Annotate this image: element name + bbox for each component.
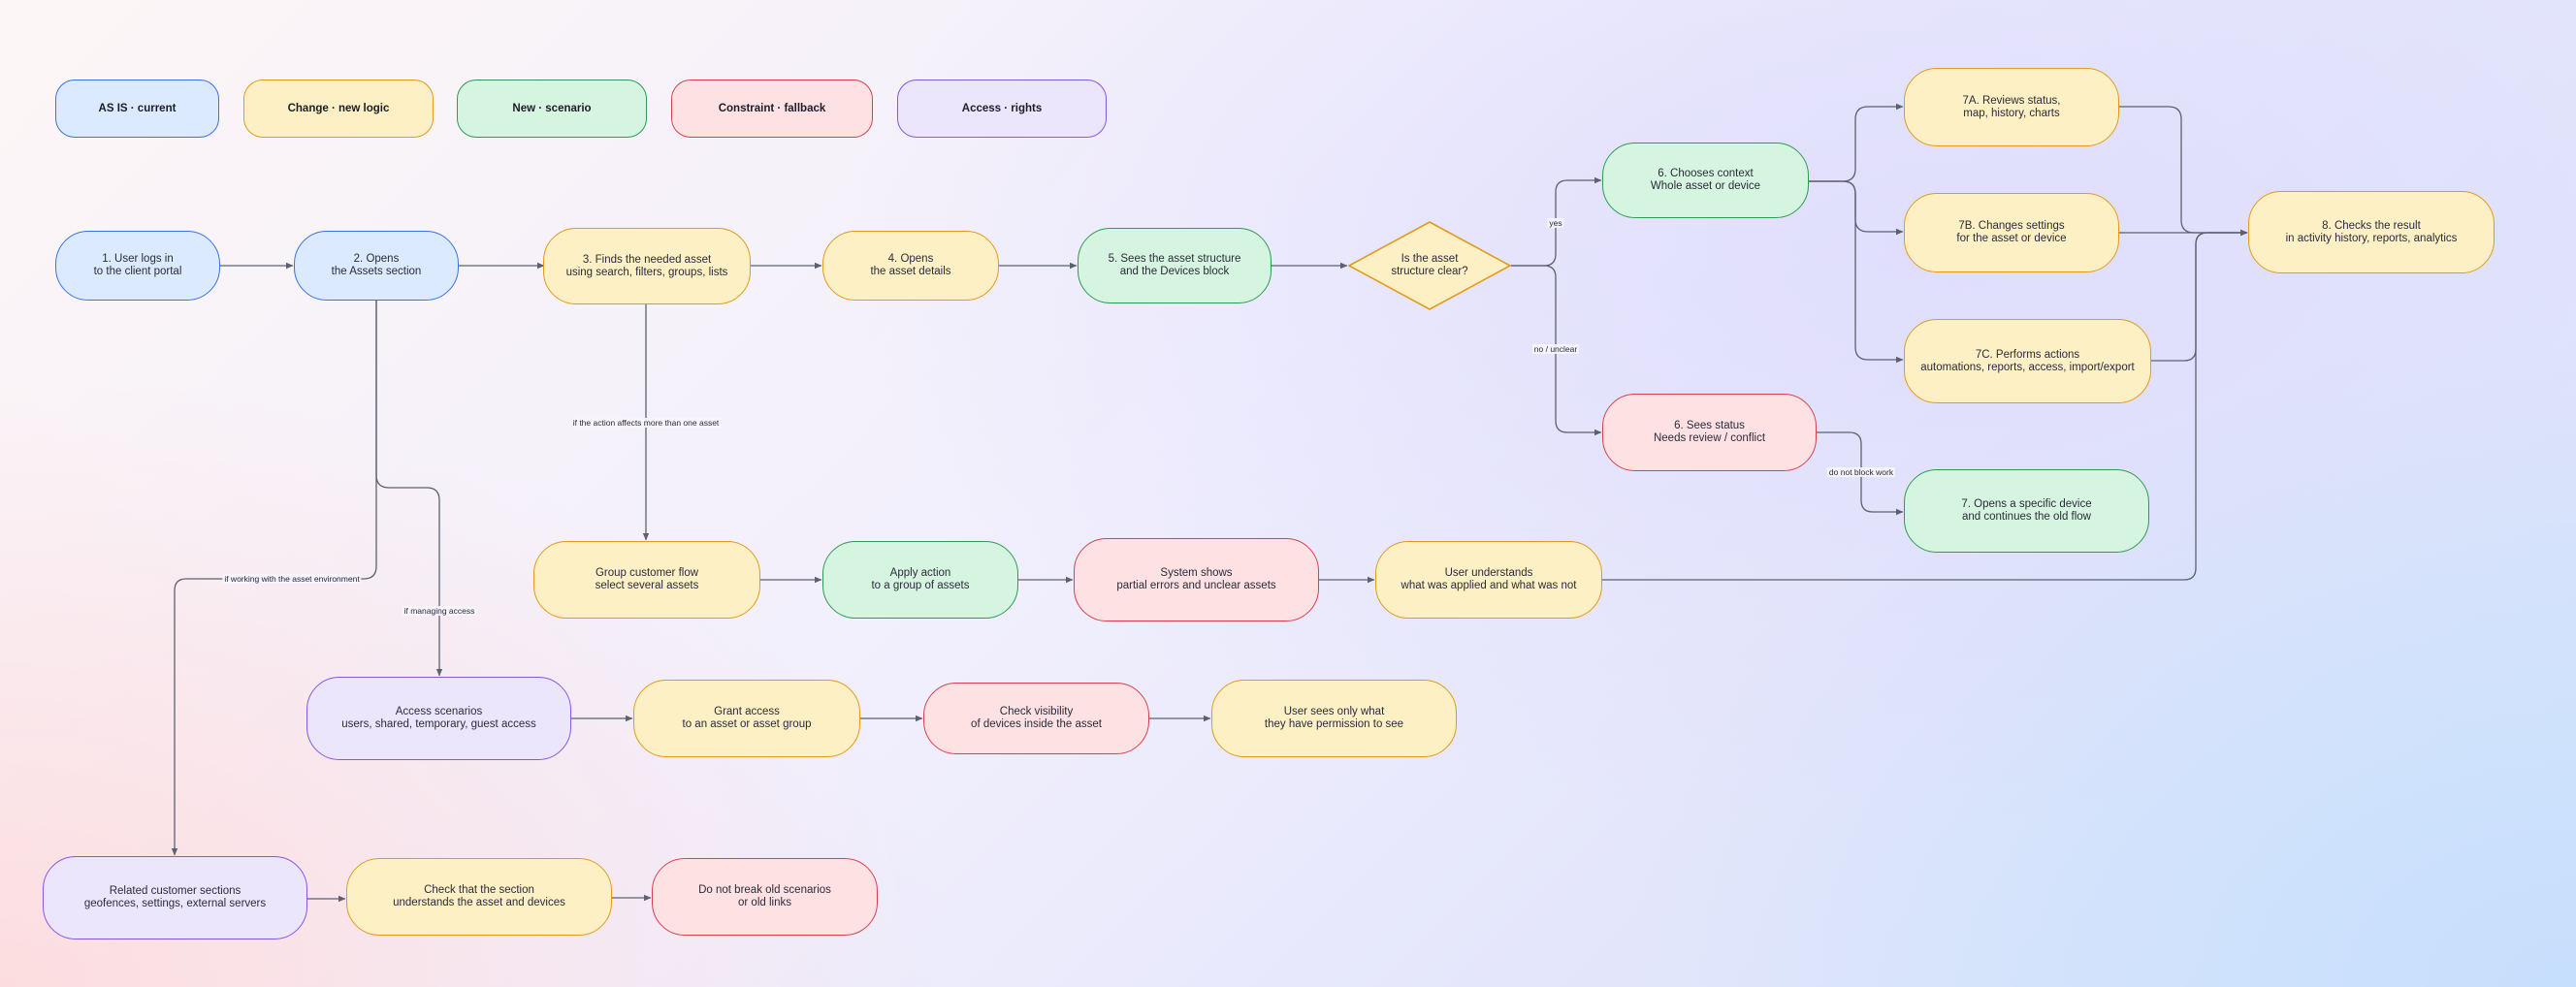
step-7b-line-1: 7B. Changes settings	[1958, 220, 2065, 233]
legend-change-label: Change · new logic	[287, 102, 390, 114]
legend-constraint-label: Constraint · fallback	[718, 102, 826, 114]
edge-2-access	[375, 301, 443, 677]
step-2-line-1: 2. Opens	[353, 253, 400, 266]
related-2-line-2: understands the asset and devices	[393, 897, 565, 908]
step-5-line-1: 5. Sees the asset structure	[1108, 253, 1241, 266]
group-3-line-1: System shows	[1160, 567, 1233, 580]
step-2-line-2: the Assets section	[331, 266, 422, 277]
group-1-line-1: Group customer flow	[595, 567, 699, 580]
step-7b-line-2: for the asset or device	[1956, 233, 2067, 244]
step-7-open-line-2: and continues the old flow	[1962, 511, 2091, 523]
related-3-line-1: Do not break old scenarios	[698, 884, 831, 897]
legend-new-label: New · scenario	[512, 102, 592, 114]
group-2-line-2: to a group of assets	[871, 580, 970, 591]
decision-line-1: Is the asset	[1401, 253, 1459, 266]
edge-6a-7a	[1809, 103, 1904, 182]
edge-label-no-unclear: no / unclear	[1531, 344, 1580, 354]
legend-new: New · scenario	[457, 80, 647, 138]
related-2-line-1: Check that the section	[424, 884, 534, 897]
edge-label-do-not-block: do not block work	[1826, 467, 1896, 477]
edge-7a-8	[2119, 106, 2248, 237]
access-1-line-2: users, shared, temporary, guest access	[341, 718, 536, 730]
legend-as-is-label: AS IS · current	[98, 102, 177, 114]
edge-g4-8	[1602, 229, 2248, 581]
edge-label-managing-access: if managing access	[402, 606, 477, 616]
edge-label-asset-env: if working with the asset environment	[222, 574, 362, 584]
group-1-line-2: select several assets	[595, 580, 699, 591]
access-4-line-1: User sees only what	[1283, 706, 1385, 718]
legend-change: Change · new logic	[243, 80, 434, 138]
decision-line-2: structure clear?	[1391, 266, 1468, 277]
legend-access: Access · rights	[897, 80, 1107, 138]
step-7c-line-1: 7C. Performs actions	[1975, 348, 2080, 361]
step-7c-line-2: automations, reports, access, import/exp…	[1920, 361, 2135, 373]
access-4-line-2: they have permission to see	[1264, 718, 1404, 730]
access-2-line-1: Grant access	[714, 706, 780, 718]
related-3-line-2: or old links	[738, 897, 791, 908]
step-6b-line-1: 6. Sees status	[1674, 420, 1745, 432]
step-7-open-line-1: 7. Opens a specific device	[1961, 498, 2092, 511]
legend-constraint: Constraint · fallback	[671, 80, 873, 138]
access-3-line-2: of devices inside the asset	[971, 718, 1102, 730]
group-2-line-1: Apply action	[889, 567, 951, 580]
edge-label-yes: yes	[1547, 218, 1564, 228]
step-7a-review-status: 7A. Reviews status,map, history, charts	[1904, 68, 2119, 146]
step-6b-line-2: Needs review / conflict	[1653, 432, 1766, 444]
access-2-line-2: to an asset or asset group	[682, 718, 812, 730]
step-3-line-2: using search, filters, groups, lists	[565, 266, 728, 278]
step-8-line-2: in activity history, reports, analytics	[2285, 232, 2458, 244]
step-7a-line-1: 7A. Reviews status,	[1962, 94, 2061, 107]
edge-7c-8	[2151, 229, 2248, 362]
related-1-line-1: Related customer sections	[109, 885, 242, 898]
step-4-line-2: the asset details	[870, 266, 951, 277]
step-1-line-2: to the client portal	[93, 266, 182, 277]
related-1-line-2: geofences, settings, external servers	[83, 898, 267, 909]
step-1-line-1: 1. User logs in	[102, 253, 174, 266]
edge-label-more-than-one: if the action affects more than one asse…	[570, 418, 722, 428]
step-6a-line-1: 6. Chooses context	[1658, 168, 1754, 180]
access-1-line-1: Access scenarios	[395, 706, 483, 718]
decision-diamond	[1348, 221, 1511, 310]
edge-6a-7c	[1809, 180, 1904, 364]
group-3-line-2: partial errors and unclear assets	[1116, 580, 1276, 591]
step-6a-line-2: Whole asset or device	[1650, 180, 1761, 192]
legend-access-label: Access · rights	[961, 102, 1043, 114]
group-4-line-2: what was applied and what was not	[1401, 580, 1577, 591]
step-3-line-1: 3. Finds the needed asset	[582, 253, 712, 266]
step-8-line-1: 8. Checks the result	[2322, 219, 2421, 232]
step-7a-line-2: map, history, charts	[1963, 107, 2060, 119]
step-5-line-2: and the Devices block	[1119, 266, 1230, 277]
group-4-line-1: User understands	[1444, 567, 1533, 580]
step-4-line-1: 4. Opens	[887, 253, 934, 266]
legend-as-is: AS IS · current	[55, 80, 219, 138]
access-3-line-1: Check visibility	[999, 706, 1074, 718]
